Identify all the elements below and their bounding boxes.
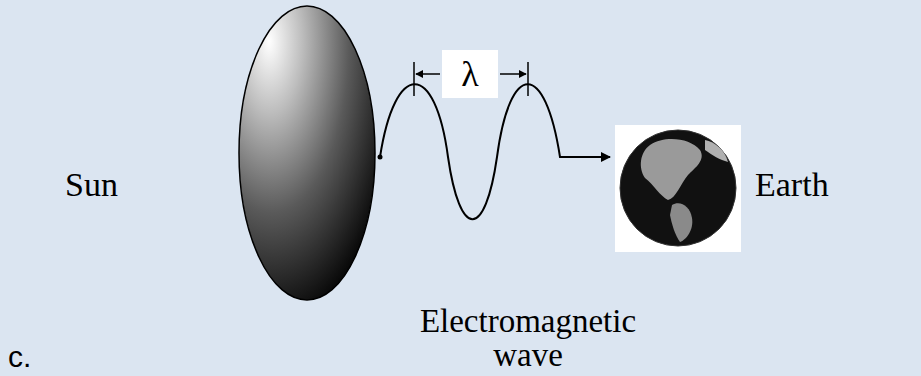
- sun-sphere: [239, 6, 375, 300]
- wavelength-arrow: [416, 73, 440, 75]
- wavelength-tick: [527, 62, 529, 96]
- earth-label: Earth: [755, 168, 829, 202]
- earth-globe: [620, 130, 736, 246]
- earth-continent: [705, 140, 728, 162]
- earth-continent: [670, 203, 692, 242]
- earth-continent: [641, 139, 702, 200]
- wavelength-tick: [413, 62, 415, 96]
- wavelength-symbol: λ: [442, 50, 498, 98]
- wave-caption: Electromagnetic wave: [398, 304, 658, 372]
- earth-image-ground: [615, 125, 741, 252]
- part-letter: c.: [8, 342, 31, 372]
- wavelength-arrow: [500, 73, 526, 75]
- wave-line: [380, 84, 610, 219]
- sun-label: Sun: [65, 168, 118, 202]
